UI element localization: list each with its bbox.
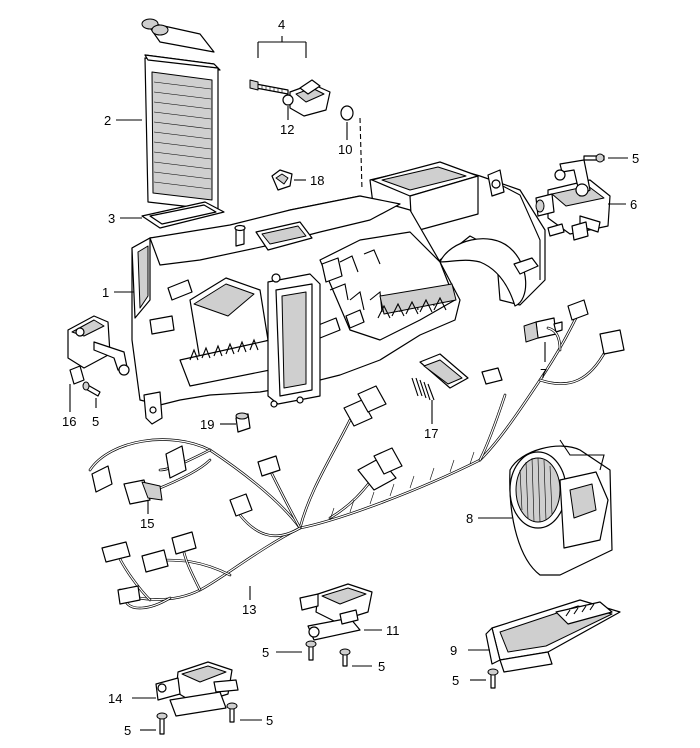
callout-5-at-14-right: 5 [266,713,273,728]
callout-15: 15 [140,516,154,531]
callout-10: 10 [338,142,352,157]
temperature-sensor [523,317,563,343]
heater-housing [131,161,546,425]
leader-lines [69,36,628,731]
blower-resistor [411,353,503,401]
callout-14: 14 [108,691,122,706]
callout-5-at-11-right: 5 [378,659,385,674]
callout-3: 3 [108,211,115,226]
actuator-motor [535,159,611,241]
screw-near-9 [487,668,499,689]
heater-core [141,18,221,211]
callout-5-at-14-left: 5 [124,723,131,738]
blower-motor [509,439,613,576]
harness-connectors [91,299,625,605]
plug [235,412,251,433]
callout-5-left: 5 [92,414,99,429]
o-ring [340,105,354,121]
screw-near-14-a [156,712,168,735]
gasket [141,201,225,229]
actuator-part-11 [299,583,373,641]
callout-17: 17 [424,426,438,441]
callout-7: 7 [540,366,547,381]
callout-4: 4 [278,17,285,32]
callout-18: 18 [310,173,324,188]
callout-12: 12 [280,122,294,137]
screw-near-11-b [339,648,351,667]
callout-5-at-9: 5 [452,673,459,688]
callout-1: 1 [102,285,109,300]
callout-11: 11 [386,623,400,638]
callout-19: 19 [200,417,214,432]
callout-16: 16 [62,414,76,429]
actuator-part-14 [155,661,239,717]
callout-6: 6 [630,197,637,212]
callout-9: 9 [450,643,457,658]
actuator-part-4 [249,79,331,117]
callout-8: 8 [466,511,473,526]
screw-near-16 [82,381,101,397]
callout-13: 13 [242,602,256,617]
callout-1-label: 2 [104,113,111,128]
screw-near-14-b [226,702,238,723]
callout-5-top-right: 5 [632,151,639,166]
clip [271,169,293,191]
callouts: 2 3 1 4 12 10 18 5 6 7 16 5 19 17 8 15 1… [62,17,639,738]
actuator-left [67,315,130,385]
callout-5-at-11-left: 5 [262,645,269,660]
screw-near-6 [583,153,605,163]
screw-near-11-a [305,640,317,661]
cover-plate [485,599,621,673]
